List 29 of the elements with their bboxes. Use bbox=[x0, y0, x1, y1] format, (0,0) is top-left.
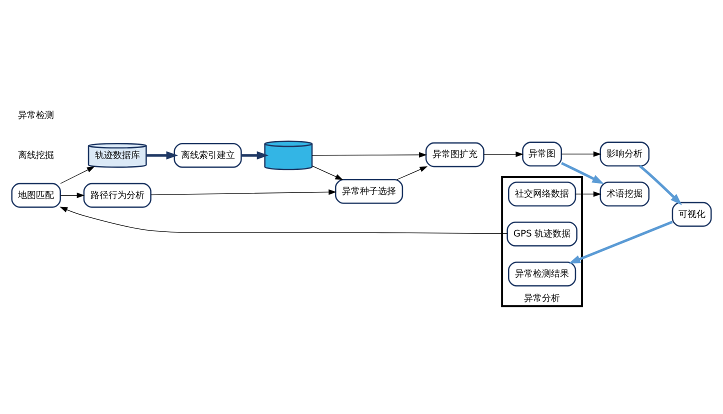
node-box: 路径行为分析 bbox=[83, 182, 152, 208]
arrow bbox=[150, 188, 337, 195]
node-box: GPS 轨迹数据 bbox=[506, 221, 578, 246]
arrow bbox=[60, 206, 508, 234]
arrow bbox=[575, 190, 602, 196]
node-box: 地图匹配 bbox=[11, 182, 61, 208]
node-box: 异常检测结果 bbox=[508, 261, 576, 286]
arrow bbox=[561, 150, 602, 156]
arrow bbox=[146, 150, 178, 160]
arrow bbox=[484, 151, 524, 157]
label: 离线挖掘 bbox=[18, 149, 54, 160]
label: 异常检测 bbox=[18, 109, 54, 120]
node-box: 异常种子选择 bbox=[334, 178, 404, 204]
arrow bbox=[312, 165, 344, 180]
node-box: 异常图扩充 bbox=[425, 142, 484, 167]
node-box: 可视化 bbox=[672, 201, 712, 226]
node-box: 社交网络数据 bbox=[508, 181, 576, 206]
arrow bbox=[560, 161, 604, 184]
arrow bbox=[60, 166, 95, 184]
arrow bbox=[241, 150, 269, 160]
node-box: 影响分析 bbox=[600, 141, 650, 166]
node-box: 术语挖掘 bbox=[600, 181, 650, 206]
arrow bbox=[60, 192, 85, 198]
arrow bbox=[312, 152, 427, 158]
node-box: 异常图 bbox=[522, 141, 562, 166]
arrow bbox=[568, 220, 673, 264]
node-box: 离线索引建立 bbox=[174, 142, 242, 168]
arrow bbox=[639, 164, 682, 205]
arrow bbox=[396, 166, 428, 180]
